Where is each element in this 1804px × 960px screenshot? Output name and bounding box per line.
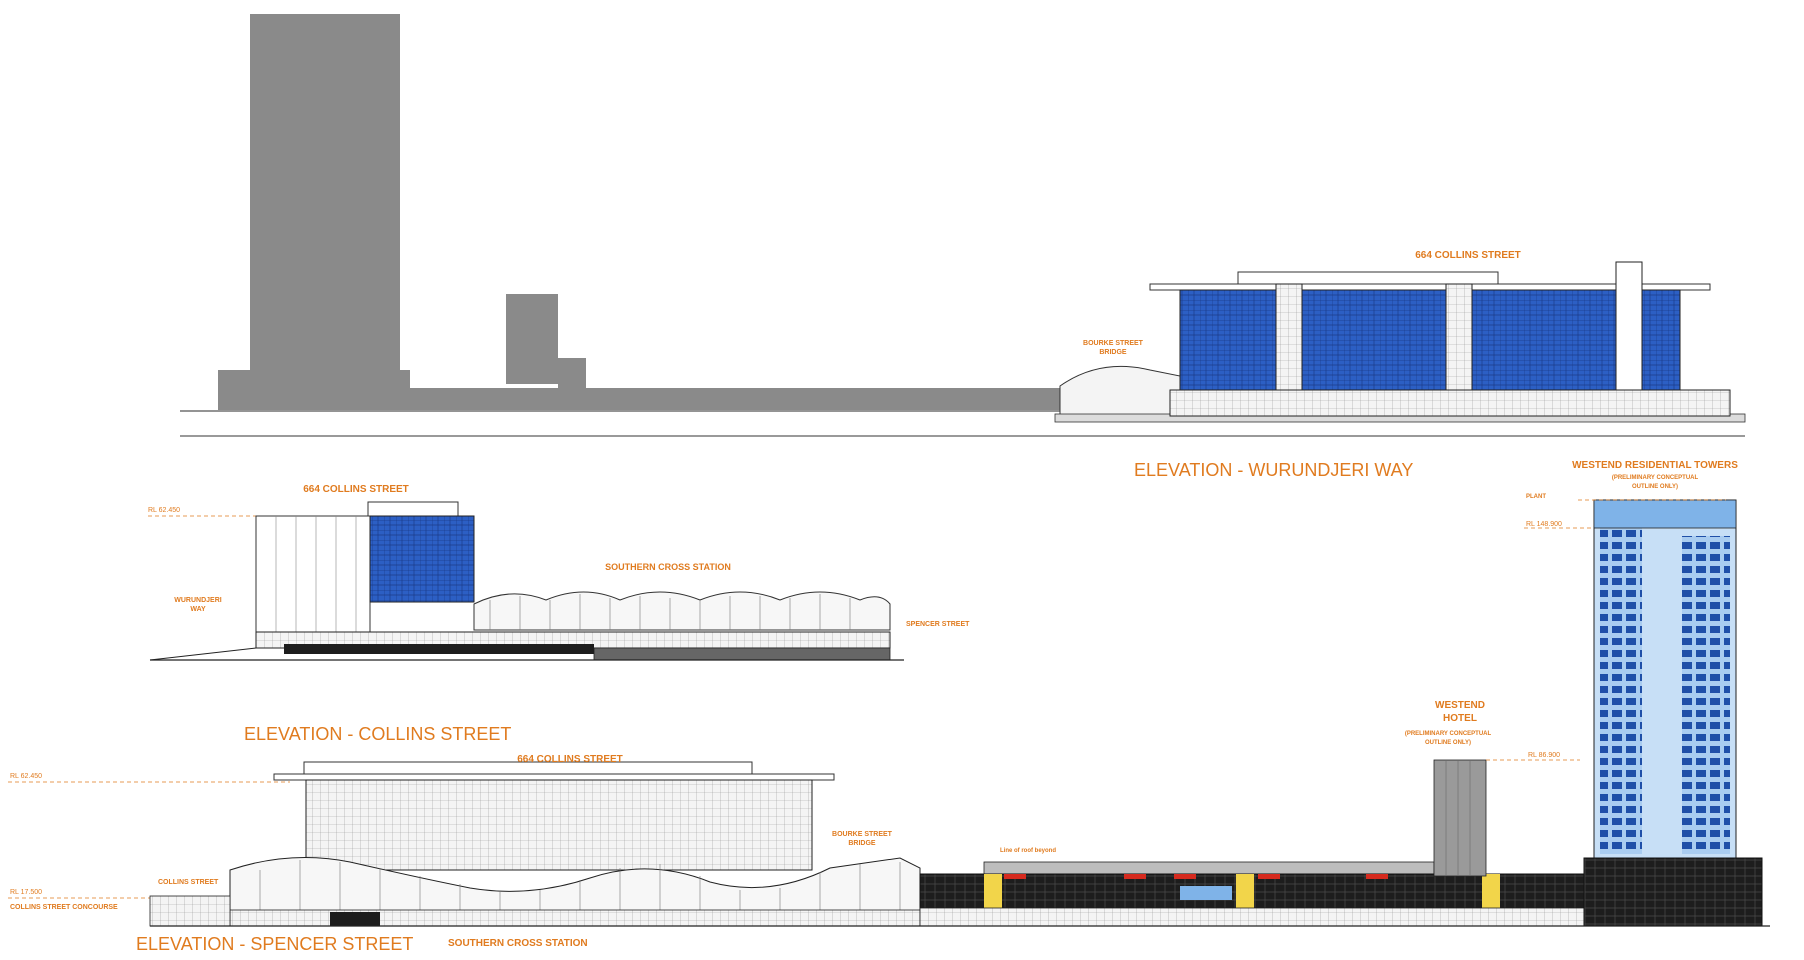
collins-st-building-label: 664 COLLINS STREET bbox=[303, 484, 409, 495]
spencer-bridge-label-1: BOURKE STREET bbox=[832, 831, 893, 838]
collins-st-white-block bbox=[255, 515, 371, 633]
spencer-rl-top: RL 62.450 bbox=[10, 773, 42, 780]
westend-plant-label: PLANT bbox=[1526, 494, 1546, 500]
spencer-roof-note: Line of roof beyond bbox=[1000, 848, 1056, 854]
spencer-retail-base bbox=[919, 907, 1585, 927]
westend-towers-note-1: (PRELIMINARY CONCEPTUAL bbox=[1612, 475, 1699, 481]
spencer-subtitle: SOUTHERN CROSS STATION bbox=[448, 938, 588, 949]
westend-residential-windows-right bbox=[1682, 536, 1730, 854]
elevation-collins-street: RL 62.450 664 COLLINS STREET SOUTHERN CR… bbox=[148, 484, 970, 744]
westend-towers-note-2: OUTLINE ONLY) bbox=[1632, 484, 1678, 490]
westend-residential-windows-left bbox=[1600, 528, 1642, 854]
collins-building-facade bbox=[1179, 289, 1681, 391]
collins-st-right-label: SPENCER STREET bbox=[906, 621, 970, 628]
spencer-retail-yellow-3 bbox=[1482, 874, 1500, 908]
collins-lift-core-2 bbox=[1445, 283, 1473, 393]
collins-st-left-label-2: WAY bbox=[190, 606, 206, 613]
collins-st-roof bbox=[367, 501, 459, 517]
massing-small-annex bbox=[558, 358, 586, 388]
spencer-rl-concourse: RL 17.500 bbox=[10, 889, 42, 896]
massing-podium bbox=[218, 370, 410, 410]
westend-residential-base bbox=[1583, 857, 1763, 927]
spencer-collins-street-label: COLLINS STREET bbox=[158, 879, 219, 886]
spencer-collins-cap bbox=[273, 773, 835, 781]
collins-st-station-label: SOUTHERN CROSS STATION bbox=[605, 562, 731, 572]
collins-st-left-ground bbox=[149, 647, 257, 661]
spencer-retail-sign-2 bbox=[1124, 874, 1146, 879]
westend-hotel-mullions bbox=[1445, 760, 1471, 876]
elevation-wurundjeri-way: 664 COLLINS STREET BOURKE STREET BRIDGE … bbox=[180, 14, 1746, 480]
spencer-collins-facade bbox=[305, 779, 813, 871]
bourke-street-bridge-pavilion bbox=[1059, 365, 1181, 419]
southern-cross-roof-ribs bbox=[489, 594, 851, 630]
massing-small-tower bbox=[506, 294, 558, 384]
spencer-retail-sign-1 bbox=[1004, 874, 1026, 879]
collins-rl-top: RL 62.450 bbox=[148, 507, 180, 514]
spencer-retail-roof bbox=[983, 861, 1435, 875]
westend-hotel-label-1: WESTEND bbox=[1435, 700, 1485, 711]
collins-st-glass-facade bbox=[369, 515, 475, 603]
westend-hotel-label-2: HOTEL bbox=[1443, 713, 1477, 724]
westend-hotel-note-2: OUTLINE ONLY) bbox=[1425, 740, 1471, 746]
wurundjeri-title: ELEVATION - WURUNDJERI WAY bbox=[1134, 460, 1413, 480]
spencer-station-wave-roof bbox=[229, 857, 921, 927]
collins-st-dark-base bbox=[284, 644, 594, 654]
elevation-spencer-street: RL 62.450 RL 17.500 COLLINS STREET CONCO… bbox=[8, 460, 1770, 954]
spencer-retail-glass bbox=[1180, 886, 1232, 900]
collins-stair-tower bbox=[1615, 261, 1643, 393]
massing-tall-tower bbox=[250, 14, 400, 374]
collins-st-ramp bbox=[593, 647, 891, 661]
collins-st-white-block-mullions bbox=[275, 516, 357, 632]
spencer-title: ELEVATION - SPENCER STREET bbox=[136, 934, 413, 954]
collins-podium bbox=[1169, 389, 1731, 417]
westend-hotel-tower bbox=[1433, 759, 1487, 877]
wurundjeri-building-label: 664 COLLINS STREET bbox=[1415, 250, 1521, 261]
spencer-retail-sign-5 bbox=[1366, 874, 1388, 879]
southern-cross-roof bbox=[473, 591, 891, 631]
westend-hotel-note-1: (PRELIMINARY CONCEPTUAL bbox=[1405, 731, 1492, 737]
spencer-station-left-wing bbox=[149, 895, 231, 927]
spencer-retail-yellow-2 bbox=[1236, 874, 1254, 908]
spencer-bridge-label-2: BRIDGE bbox=[848, 840, 876, 847]
spencer-building-label: 664 COLLINS STREET bbox=[517, 754, 623, 765]
spencer-retail-sign-3 bbox=[1174, 874, 1196, 879]
wurundjeri-bridge-label-2: BRIDGE bbox=[1099, 349, 1127, 356]
westend-towers-label: WESTEND RESIDENTIAL TOWERS bbox=[1572, 460, 1738, 471]
westend-rl-towers: RL 148.900 bbox=[1526, 521, 1562, 528]
collins-st-title: ELEVATION - COLLINS STREET bbox=[244, 724, 511, 744]
spencer-retail-yellow-1 bbox=[984, 874, 1002, 908]
spencer-station-columns bbox=[259, 860, 901, 926]
wurundjeri-bridge-label-1: BOURKE STREET bbox=[1083, 340, 1144, 347]
spencer-concourse-label: COLLINS STREET CONCOURSE bbox=[10, 904, 118, 911]
westend-residential-crown bbox=[1593, 499, 1737, 529]
spencer-retail-sign-4 bbox=[1258, 874, 1280, 879]
spencer-station-entrance bbox=[330, 912, 380, 926]
collins-lift-core-1 bbox=[1275, 283, 1303, 393]
westend-hotel-rl: RL 86.900 bbox=[1528, 752, 1560, 759]
collins-st-left-label-1: WURUNDJERI bbox=[174, 597, 222, 604]
massing-long-podium bbox=[410, 388, 1060, 410]
